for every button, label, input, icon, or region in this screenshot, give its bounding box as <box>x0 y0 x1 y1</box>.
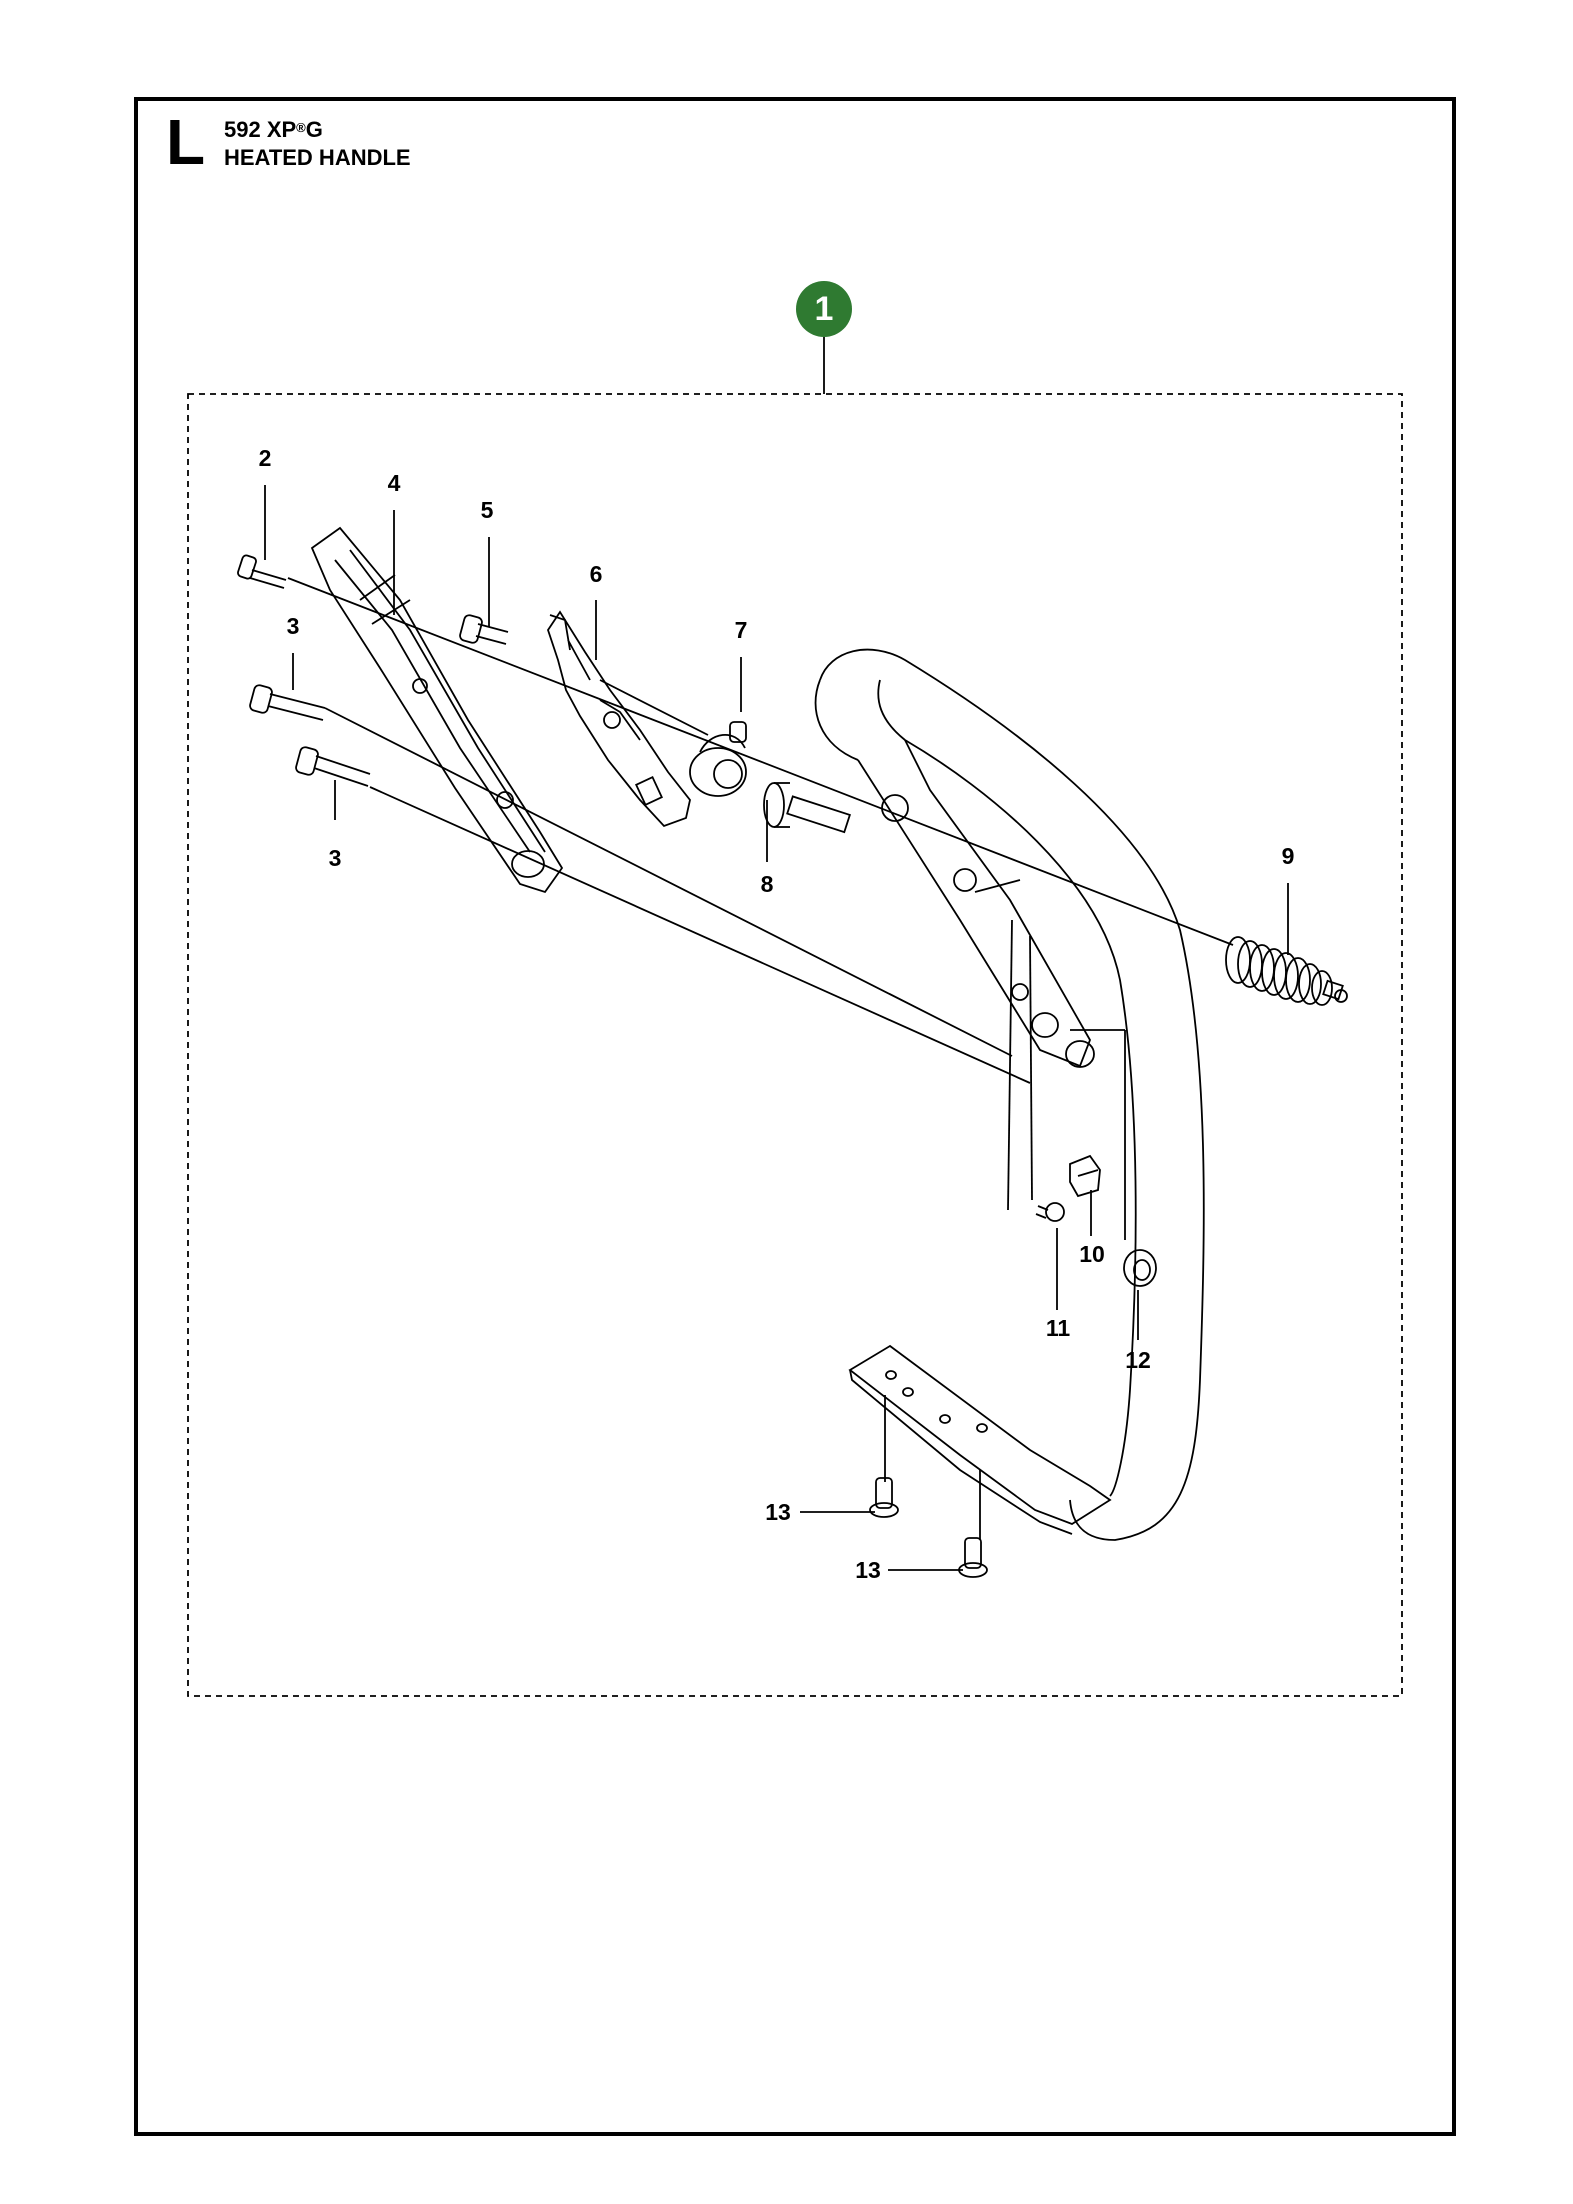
diagram-title: HEATED HANDLE <box>224 145 411 170</box>
part-label-6: 6 <box>590 561 603 587</box>
part-label-2: 2 <box>259 445 272 471</box>
section-letter: L <box>166 106 206 178</box>
part-label-3: 3 <box>287 613 300 639</box>
model-name: 592 XP®G <box>224 117 323 142</box>
part-label-11: 11 <box>1046 1315 1071 1341</box>
lower-guide-plate <box>848 1344 1112 1535</box>
front-handle-bar <box>814 648 1205 1541</box>
part-label-7: 7 <box>735 617 748 643</box>
part-13-screw-left <box>869 1477 899 1518</box>
part-label-12: 12 <box>1125 1347 1151 1373</box>
part-9-spring <box>1225 936 1348 1006</box>
part-5-bolt <box>459 614 509 645</box>
part-13-screw-right <box>958 1537 988 1578</box>
part-3-screw-upper <box>249 684 326 721</box>
part-11-screw <box>1035 1202 1065 1222</box>
part-label-9: 9 <box>1282 843 1295 869</box>
page-frame <box>134 97 1456 2136</box>
part-3-screw-lower <box>295 746 371 787</box>
part-label-13: 13 <box>855 1557 881 1583</box>
part-label-4: 4 <box>388 470 401 496</box>
part-6-switch-bracket <box>547 610 691 828</box>
part-4-handle-bracket <box>310 526 564 894</box>
part-2-bolt <box>237 554 287 589</box>
part-label-10: 10 <box>1079 1241 1105 1267</box>
part-label-5: 5 <box>481 497 494 523</box>
part-label-13: 13 <box>765 1499 791 1525</box>
assembly-callout: 1 <box>796 281 852 337</box>
part-7-clamp <box>689 721 747 797</box>
part-8-sleeve <box>763 782 851 834</box>
part-10-nut <box>1069 1154 1101 1198</box>
part-label-3: 3 <box>329 845 342 871</box>
registered-mark: ® <box>296 120 306 135</box>
part-12-grommet <box>1123 1249 1157 1287</box>
part-label-8: 8 <box>761 871 774 897</box>
